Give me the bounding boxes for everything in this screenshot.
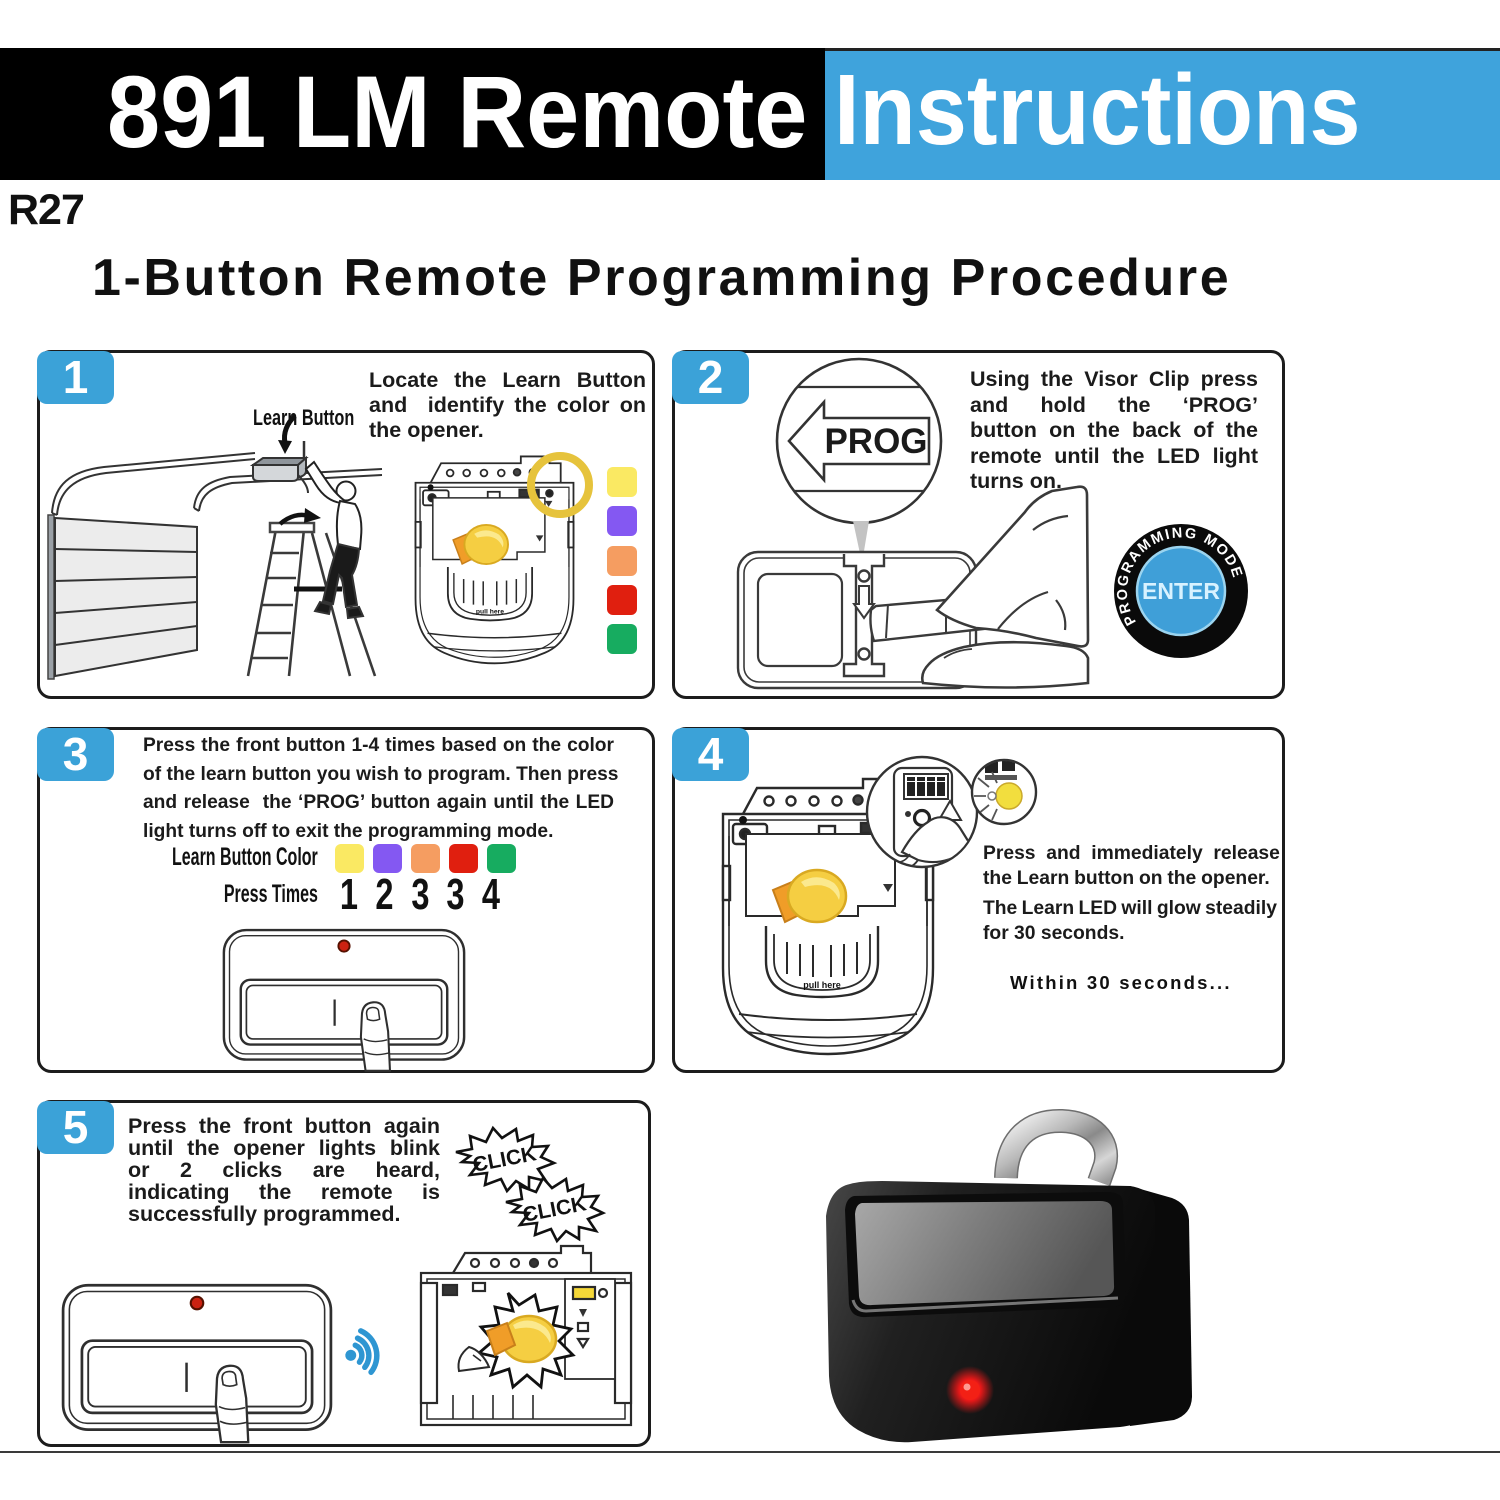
svg-text:ENTER: ENTER	[1142, 578, 1220, 604]
svg-text:PROG: PROG	[824, 422, 927, 461]
